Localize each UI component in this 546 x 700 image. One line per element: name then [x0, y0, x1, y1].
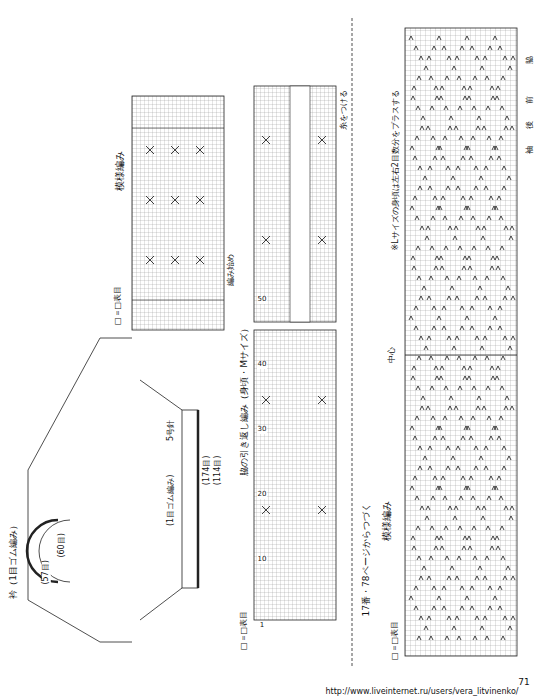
chart-label: □＝□表目: [392, 619, 401, 660]
chart-label: (60目): [58, 532, 67, 558]
chart-label: 模様編み: [114, 149, 125, 191]
chart-label: 糸をつける: [340, 89, 349, 131]
chart-label: 脇の引き返し編み（身頃・Mサイズ）: [240, 323, 250, 477]
chart-label: 編み始め: [227, 253, 236, 287]
chart-label: 脇: [526, 55, 535, 65]
stitch-symbols: [146, 36, 515, 640]
chart-label: ※Lサイズの身頃は左右2目数分をプラスする: [392, 89, 401, 251]
chart-label: (57目): [42, 559, 51, 585]
short-row-chart: [254, 86, 336, 620]
chart-label: 17番・78ページからつづく: [361, 503, 371, 618]
chart-label: (174目): [204, 454, 213, 486]
chart-label: 模様編み: [381, 499, 392, 541]
chart-label: 20: [257, 491, 268, 499]
small-chart: [132, 96, 224, 330]
chart-label: http://www.liveinternet.ru/users/vera_li…: [325, 688, 520, 697]
chart-label: 30: [257, 426, 268, 434]
chart-label: 71: [517, 678, 530, 688]
collar-schematic: [27, 338, 198, 642]
chart-label: 50: [257, 296, 268, 304]
chart-label: 5号針: [168, 418, 177, 441]
chart-label: 衿（1目ゴム編み）: [9, 520, 19, 600]
chart-label: 10: [257, 556, 268, 564]
chart-label: 1: [259, 622, 265, 630]
chart-label: 40: [257, 361, 268, 369]
divider: [352, 18, 353, 668]
chart-label: 後: [526, 120, 535, 130]
chart-label: 前: [526, 95, 535, 105]
chart-label: □＝□表目: [115, 284, 124, 325]
chart-label: 袖: [526, 145, 535, 155]
chart-label: (114目): [215, 454, 224, 486]
chart-label: 中心: [388, 346, 397, 364]
chart-label: □＝□表目: [241, 609, 250, 650]
main-chart: [405, 28, 517, 656]
chart-label: (1目ゴム編み): [168, 473, 177, 526]
